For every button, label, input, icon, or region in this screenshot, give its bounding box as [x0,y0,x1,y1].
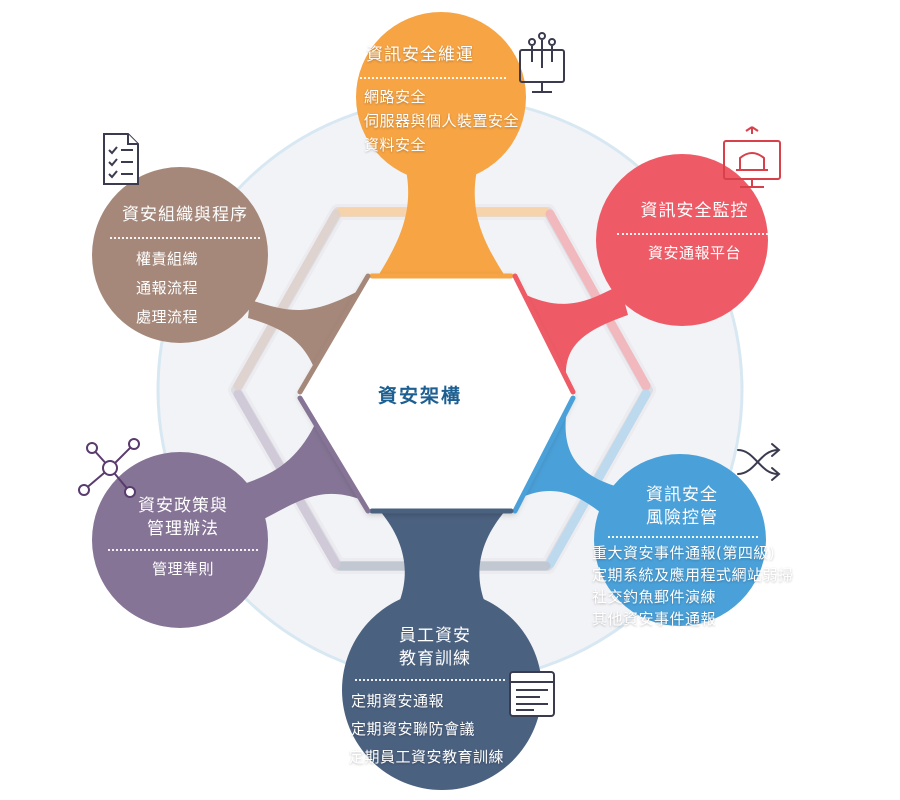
bubble-policy [92,452,268,628]
inner-hexagon [298,274,575,513]
node-monitoring-item: 資安通報平台 [647,244,741,262]
alarm-monitor-icon [723,126,781,188]
center-title: 資安架構 [377,385,462,407]
node-training-item: 定期員工資安教育訓練 [349,748,505,766]
node-risk-item: 重大資安事件通報(第四級) [592,544,776,562]
shuffle-icon [737,443,781,481]
node-operations-item: 伺服器與個人裝置安全 [364,112,520,130]
connector-training [380,511,505,600]
node-network-icon [78,438,140,498]
node-operations: 資訊安全維運 網路安全 伺服器與個人裝置安全 資料安全 [356,44,536,157]
node-policy-title-line: 資安政策與 [138,496,228,516]
connector-monitoring [520,285,628,376]
node-operations-title: 資訊安全維運 [366,45,474,65]
node-organization-item: 處理流程 [136,308,199,326]
node-training-item: 定期資安通報 [351,692,445,710]
node-policy: 資安政策與 管理辦法 管理準則 [98,495,268,581]
node-monitoring-title: 資訊安全監控 [640,201,749,221]
node-operations-divider [356,77,506,79]
inner-hexagon-edge [297,273,371,395]
node-organization-divider [110,237,260,239]
node-policy-divider [108,549,258,551]
node-organization-title: 資安組織與程序 [122,205,248,225]
bubble-operations [356,12,526,182]
node-risk-item: 定期系統及應用程式網站弱掃 [592,566,794,584]
outer-hexagon-edge [545,389,651,569]
inner-hexagon-edge [297,395,371,514]
node-risk-item: 社交釣魚郵件演練 [592,588,717,606]
bubble-risk [594,454,766,626]
node-policy-item: 管理準則 [151,560,214,578]
checklist-document-icon [103,133,139,185]
node-training-item: 定期資安聯防會議 [351,720,476,738]
node-policy-title-line: 管理辦法 [147,519,219,539]
node-organization-item: 權責組織 [136,250,199,268]
browser-window-icon [509,671,555,717]
network-monitor-icon [519,32,565,93]
node-organization-item: 通報流程 [136,279,199,297]
connector-operations [378,165,505,276]
node-training-title-line: 員工資安 [399,626,471,646]
inner-hexagon-edge [512,395,576,514]
connector-risk [520,416,615,520]
node-risk-item: 其他資安事件通報 [592,610,717,628]
node-risk-divider [608,536,758,538]
connector-organization [248,290,360,372]
node-risk-title-line: 資訊安全 [646,485,718,505]
node-monitoring-divider [617,233,772,235]
inner-hexagon-edge [512,273,576,395]
node-training-divider [355,679,505,681]
node-organization: 資安組織與程序 權責組織 通報流程 處理流程 [100,204,270,332]
node-monitoring: 資訊安全監控 資安通報平台 [612,200,777,265]
node-training: 員工資安 教育訓練 定期資安通報 定期資安聯防會議 定期員工資安教育訓練 [345,625,545,771]
node-training-title-line: 教育訓練 [399,649,471,669]
node-operations-item: 網路安全 [364,88,427,106]
node-risk-title-line: 風險控管 [646,508,718,528]
bubble-monitoring [596,154,768,326]
bubble-training [342,590,542,790]
bubble-organization [92,167,268,343]
outer-hexagon-edge [233,209,341,391]
node-risk: 資訊安全 風險控管 重大資安事件通報(第四級) 定期系統及應用程式網站弱掃 社交… [592,484,832,630]
node-operations-item: 資料安全 [364,136,427,154]
